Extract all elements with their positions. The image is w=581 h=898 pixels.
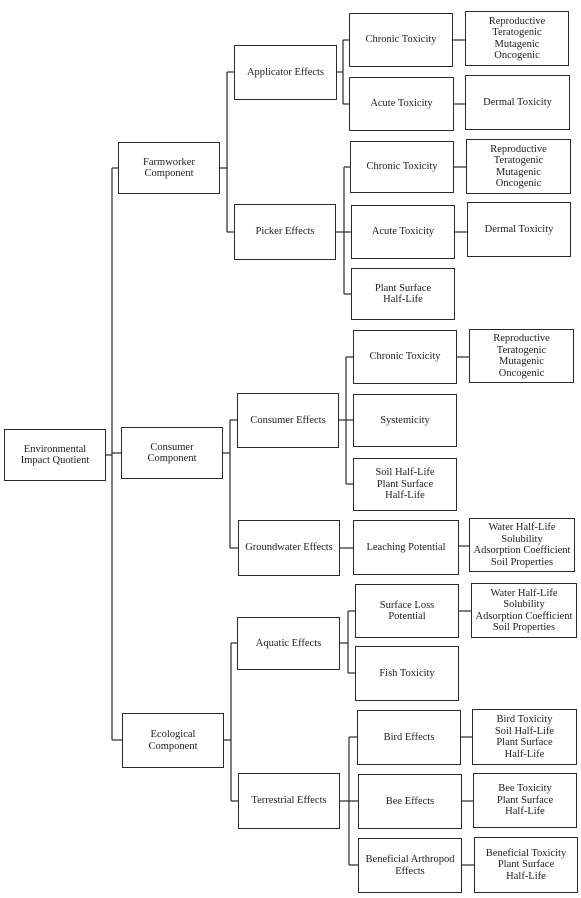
water-half-life-detail-node: Water Half-Life Solubility Adsorption Co… (471, 583, 577, 638)
leaching-potential-label: Leaching Potential (366, 541, 446, 553)
reproductive-toxicity-detail-label: Reproductive Teratogenic Mutagenic Oncog… (488, 15, 546, 62)
water-half-life-detail-label: Water Half-Life Solubility Adsorption Co… (475, 587, 573, 634)
reproductive-toxicity-detail-node: Reproductive Teratogenic Mutagenic Oncog… (469, 329, 574, 383)
chronic-toxicity-node: Chronic Toxicity (350, 141, 454, 193)
applicator-effects-label: Applicator Effects (246, 66, 325, 78)
chronic-toxicity-node: Chronic Toxicity (349, 13, 453, 67)
aquatic-effects-label: Aquatic Effects (255, 637, 322, 649)
surface-loss-potential-label: Surface Loss Potential (379, 599, 435, 623)
beneficial-toxicity-detail-node: Beneficial Toxicity Plant Surface Half-L… (474, 837, 578, 893)
beneficial-arthropod-effects-label: Beneficial Arthropod Effects (365, 854, 455, 877)
consumer-component-node: Consumer Component (121, 427, 223, 479)
reproductive-toxicity-detail-node: Reproductive Teratogenic Mutagenic Oncog… (465, 11, 569, 66)
dermal-toxicity-label: Dermal Toxicity (484, 223, 554, 235)
applicator-effects-node: Applicator Effects (234, 45, 337, 100)
water-half-life-detail-node: Water Half-Life Solubility Adsorption Co… (469, 518, 575, 572)
acute-toxicity-node: Acute Toxicity (351, 205, 455, 259)
consumer-effects-node: Consumer Effects (237, 393, 339, 448)
bee-effects-label: Bee Effects (385, 795, 435, 807)
acute-toxicity-label: Acute Toxicity (371, 226, 435, 238)
beneficial-arthropod-effects-node: Beneficial Arthropod Effects (358, 838, 462, 893)
aquatic-effects-node: Aquatic Effects (237, 617, 340, 670)
ecological-component-node: Ecological Component (122, 713, 224, 768)
farmworker-component-node: Farmworker Component (118, 142, 220, 194)
dermal-toxicity-label: Dermal Toxicity (483, 96, 552, 108)
groundwater-effects-label: Groundwater Effects (245, 542, 333, 554)
dermal-toxicity-node: Dermal Toxicity (467, 202, 571, 257)
consumer-component-label: Consumer Component (147, 441, 197, 465)
soil-half-life-node: Soil Half-Life Plant Surface Half-Life (353, 458, 457, 511)
water-half-life-detail-label: Water Half-Life Solubility Adsorption Co… (473, 522, 571, 568)
ecological-component-label: Ecological Component (148, 729, 198, 752)
plant-surface-half-life-label: Plant Surface Half-Life (374, 282, 432, 306)
leaching-potential-node: Leaching Potential (353, 520, 459, 575)
systemicity-node: Systemicity (353, 394, 457, 447)
bird-toxicity-detail-label: Bird Toxicity Soil Half-Life Plant Surfa… (494, 714, 555, 760)
bird-toxicity-detail-node: Bird Toxicity Soil Half-Life Plant Surfa… (472, 709, 577, 765)
dermal-toxicity-node: Dermal Toxicity (465, 75, 570, 130)
fish-toxicity-label: Fish Toxicity (379, 667, 435, 679)
terrestrial-effects-label: Terrestrial Effects (251, 795, 327, 807)
root-node: Environmental Impact Quotient (4, 429, 106, 481)
acute-toxicity-node: Acute Toxicity (349, 77, 454, 131)
bee-toxicity-detail-label: Bee Toxicity Plant Surface Half-Life (496, 783, 554, 818)
chronic-toxicity-node: Chronic Toxicity (353, 330, 457, 384)
reproductive-toxicity-detail-label: Reproductive Teratogenic Mutagenic Oncog… (490, 143, 547, 190)
reproductive-toxicity-detail-label: Reproductive Teratogenic Mutagenic Oncog… (493, 333, 550, 379)
soil-half-life-label: Soil Half-Life Plant Surface Half-Life (375, 467, 435, 502)
plant-surface-half-life-node: Plant Surface Half-Life (351, 268, 455, 320)
root-label: Environmental Impact Quotient (20, 443, 90, 467)
bee-effects-node: Bee Effects (358, 774, 462, 829)
consumer-effects-label: Consumer Effects (250, 414, 326, 426)
chronic-toxicity-label: Chronic Toxicity (365, 34, 437, 46)
terrestrial-effects-node: Terrestrial Effects (238, 773, 340, 829)
picker-effects-node: Picker Effects (234, 204, 336, 260)
farmworker-component-label: Farmworker Component (143, 156, 195, 180)
systemicity-label: Systemicity (380, 414, 430, 426)
surface-loss-potential-node: Surface Loss Potential (355, 584, 459, 638)
bird-effects-label: Bird Effects (383, 731, 435, 743)
beneficial-toxicity-detail-label: Beneficial Toxicity Plant Surface Half-L… (485, 847, 567, 882)
picker-effects-label: Picker Effects (255, 226, 315, 238)
acute-toxicity-label: Acute Toxicity (370, 98, 433, 110)
reproductive-toxicity-detail-node: Reproductive Teratogenic Mutagenic Oncog… (466, 139, 571, 194)
chronic-toxicity-label: Chronic Toxicity (369, 351, 441, 363)
bird-effects-node: Bird Effects (357, 710, 461, 765)
bee-toxicity-detail-node: Bee Toxicity Plant Surface Half-Life (473, 773, 577, 828)
fish-toxicity-node: Fish Toxicity (355, 646, 459, 701)
groundwater-effects-node: Groundwater Effects (238, 520, 340, 576)
chronic-toxicity-label: Chronic Toxicity (366, 161, 438, 173)
